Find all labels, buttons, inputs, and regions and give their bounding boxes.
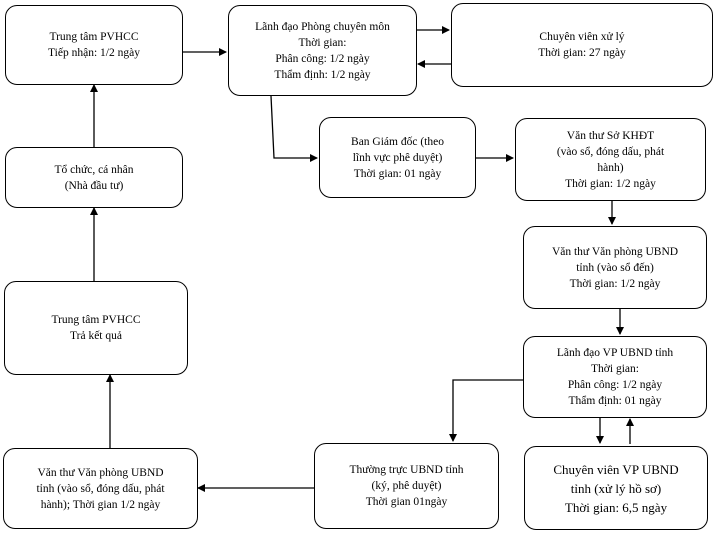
node-van-thu-vp-phat-hanh: Văn thư Văn phòng UBND tỉnh (vào sổ, đóng… (3, 448, 198, 529)
node-text-line: Thẩm định: 1/2 ngày (274, 68, 371, 81)
node-text-line: Thời gian: 6,5 ngày (564, 499, 668, 515)
node-text-line: Lãnh đạo VP UBND tỉnh (556, 347, 674, 359)
node-text-line: hành); Thời gian 1/2 ngày (40, 498, 161, 511)
node-text-line: Thời gian: 1/2 ngày (565, 177, 656, 190)
node-pvhcc-return: Trung tâm PVHCC Trả kết quả (4, 281, 188, 375)
node-text-line: Thời gian: 27 ngày (538, 47, 626, 59)
node-text-line: Văn thư Văn phòng UBND (37, 466, 164, 479)
node-text-line: Thời gian: (591, 363, 639, 375)
node-text-line: Phân công: 1/2 ngày (567, 379, 663, 391)
node-text-line: Thời gian 01ngày (365, 496, 448, 508)
node-text-line: (ký, phê duyệt) (371, 480, 442, 492)
node-text-line: Tổ chức, cá nhân (54, 163, 134, 176)
node-text-line: Thường trực UBND tỉnh (349, 464, 464, 476)
node-text-line: Phân công: 1/2 ngày (275, 52, 370, 65)
node-text-line: hành) (597, 161, 624, 174)
node-text-line: Thời gian: 1/2 ngày (569, 277, 661, 290)
node-text-line: tỉnh (xử lý hồ sơ) (570, 480, 662, 496)
node-text-line: Văn thư Sở KHĐT (566, 129, 655, 142)
node-text-line: Trung tâm PVHCC (51, 314, 141, 326)
node-thuong-truc: Thường trực UBND tỉnh (ký, phê duyệt) Thời… (314, 443, 499, 529)
arrow-lanh-dao-vp-to-thuong-truc (449, 379, 523, 442)
node-text-line: Trả kết quả (70, 330, 122, 342)
node-text-line: Trung tâm PVHCC (49, 31, 139, 43)
node-text-line: Chuyên viên xử lý (539, 31, 625, 43)
node-text-line: Thời gian: 01 ngày (353, 167, 442, 180)
node-pvhcc-receive: Trung tâm PVHCC Tiếp nhận: 1/2 ngày (5, 5, 183, 85)
node-van-thu-so: Văn thư Sở KHĐT (vào sổ, đóng dấu, phát hà… (515, 118, 706, 201)
node-text-line: Ban Giám đốc (theo (351, 135, 444, 148)
node-text-line: Lãnh đạo Phòng chuyên môn (255, 20, 390, 33)
node-text-line: lĩnh vực phê duyệt) (352, 151, 443, 164)
node-text-line: Chuyên viên VP UBND (553, 461, 679, 477)
node-text-line: (Nhà đầu tư) (64, 179, 124, 192)
node-chuyen-vien-vp: Chuyên viên VP UBND tỉnh (xử lý hồ sơ) Thờ… (524, 446, 708, 530)
node-text-line: tỉnh (vào sổ, đóng dấu, phát (36, 482, 165, 495)
node-van-thu-vp-den: Văn thư Văn phòng UBND tỉnh (vào sổ đến) T… (523, 226, 707, 309)
node-text-line: tỉnh (vào sổ đến) (576, 261, 654, 274)
node-chuyen-vien: Chuyên viên xử lý Thời gian: 27 ngày (451, 3, 713, 87)
node-text-line: (vào sổ, đóng dấu, phát (556, 145, 665, 158)
node-text-line: Tiếp nhận: 1/2 ngày (48, 47, 140, 59)
arrow-lanh-dao-phong-to-ban-giam-doc (270, 95, 318, 162)
node-to-chuc: Tổ chức, cá nhân (Nhà đầu tư) (5, 147, 183, 208)
node-ban-giam-doc: Ban Giám đốc (theo lĩnh vực phê duyệt) Thờ… (319, 117, 476, 198)
node-text-line: Thẩm định: 01 ngày (568, 395, 662, 407)
node-text-line: Thời gian: (298, 36, 347, 49)
node-text-line: Văn thư Văn phòng UBND (551, 245, 679, 258)
